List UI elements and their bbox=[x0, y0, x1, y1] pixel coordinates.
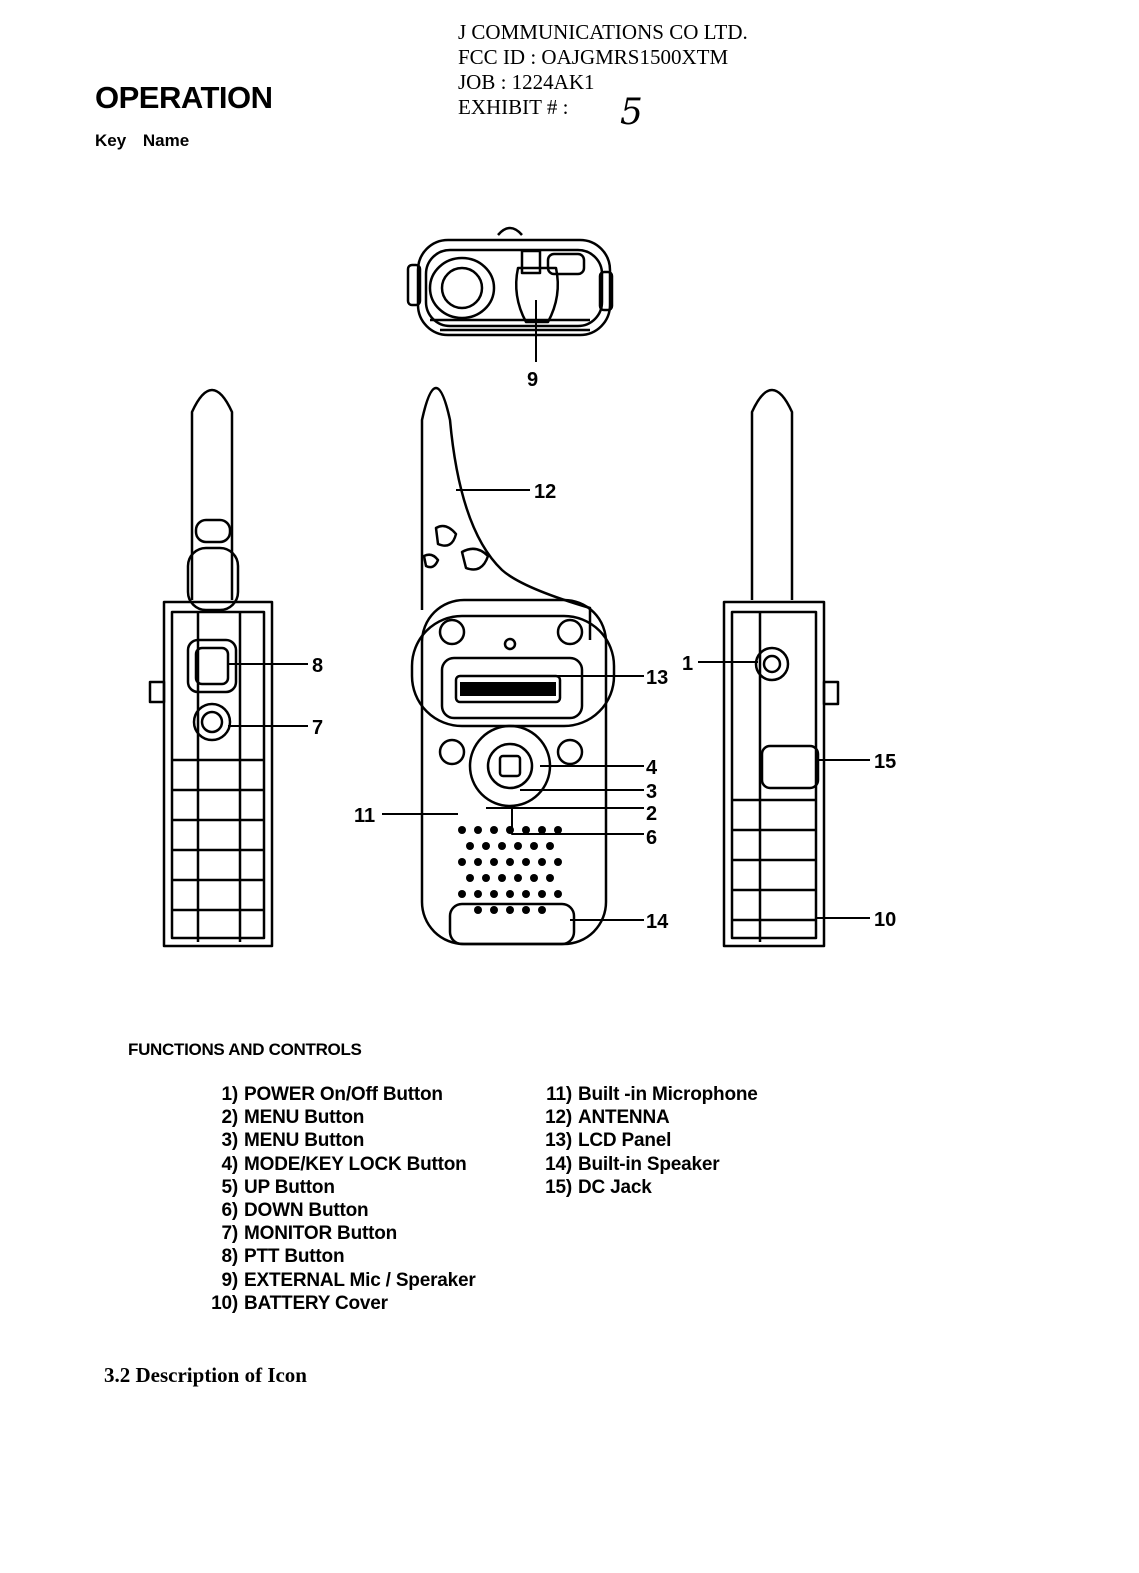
callout-12: 12 bbox=[534, 481, 556, 503]
exhibit-number-handwritten: 5 bbox=[620, 92, 643, 133]
list-item: 11)Built -in Microphone bbox=[546, 1084, 758, 1105]
company-name: J COMMUNICATIONS CO LTD. bbox=[458, 20, 748, 44]
key-name-subtitle: Key Name bbox=[95, 131, 190, 150]
right-side-view-illustration bbox=[722, 389, 840, 948]
fcc-id: FCC ID : OAJGMRS1500XTM bbox=[458, 45, 729, 69]
top-view-illustration bbox=[406, 226, 614, 337]
functions-list-left: 1)POWER On/Off Button 2)MENU Button 3)ME… bbox=[200, 1083, 476, 1315]
callout-13: 13 bbox=[646, 667, 668, 689]
callout-leaders bbox=[228, 300, 870, 921]
list-item: 15)DC Jack bbox=[545, 1176, 652, 1198]
list-item: 9)EXTERNAL Mic / Speraker bbox=[221, 1269, 476, 1291]
functions-list-right: 11)Built -in Microphone 12)ANTENNA 13)LC… bbox=[534, 1083, 758, 1199]
list-item: 10)BATTERY Cover bbox=[211, 1292, 388, 1314]
callout-15: 15 bbox=[874, 751, 896, 773]
callout-2: 2 bbox=[646, 803, 657, 825]
list-item: 5)UP Button bbox=[221, 1176, 335, 1198]
list-item: 14)Built-in Speaker bbox=[545, 1153, 720, 1175]
lcd-segments bbox=[460, 682, 556, 696]
left-side-view-illustration bbox=[148, 389, 274, 948]
callout-14: 14 bbox=[646, 911, 669, 933]
list-item: 7)MONITOR Button bbox=[221, 1223, 398, 1245]
callout-6: 6 bbox=[646, 827, 657, 849]
callout-7: 7 bbox=[312, 717, 323, 739]
job-number: JOB : 1224AK1 bbox=[458, 70, 595, 94]
list-item: 8)PTT Button bbox=[221, 1246, 345, 1268]
exhibit-label: EXHIBIT # : bbox=[458, 95, 569, 119]
list-item: 2)MENU Button bbox=[221, 1107, 365, 1129]
functions-heading: FUNCTIONS AND CONTROLS bbox=[128, 1040, 362, 1059]
document-header: J COMMUNICATIONS CO LTD. FCC ID : OAJGMR… bbox=[458, 20, 748, 120]
list-item: 1)POWER On/Off Button bbox=[221, 1084, 444, 1105]
callout-10: 10 bbox=[874, 909, 896, 931]
list-item: 4)MODE/KEY LOCK Button bbox=[221, 1153, 467, 1175]
callout-1: 1 bbox=[682, 653, 693, 675]
page-title: OPERATION bbox=[95, 80, 273, 115]
speaker-grille bbox=[458, 682, 562, 914]
section-heading: 3.2 Description of Icon bbox=[104, 1363, 307, 1387]
list-item: 3)MENU Button bbox=[221, 1130, 365, 1152]
callout-9: 9 bbox=[527, 369, 538, 391]
list-item: 6)DOWN Button bbox=[221, 1200, 369, 1222]
callout-8: 8 bbox=[312, 655, 323, 677]
list-item: 12)ANTENNA bbox=[545, 1107, 670, 1129]
callout-3: 3 bbox=[646, 781, 657, 803]
callout-4: 4 bbox=[646, 757, 658, 779]
front-view-illustration bbox=[410, 386, 616, 946]
list-item: 13)LCD Panel bbox=[545, 1130, 672, 1152]
radio-diagram: 9 12 8 7 13 1 15 4 3 2 6 11 14 10 bbox=[148, 226, 896, 948]
callout-11: 11 bbox=[354, 805, 375, 827]
